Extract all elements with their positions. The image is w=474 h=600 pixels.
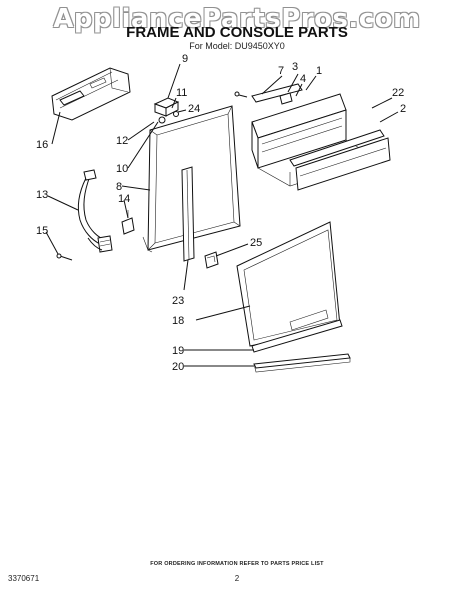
part-20-kickplate-strip <box>253 353 351 373</box>
callout-9: 9 <box>182 53 188 65</box>
callout-24: 24 <box>188 103 200 115</box>
page-number: 2 <box>234 574 240 583</box>
part-7-screw <box>234 91 248 98</box>
callout-4: 4 <box>300 73 306 85</box>
part-15-screw <box>56 253 73 261</box>
callout-11: 11 <box>176 87 187 99</box>
part-23-channel-strip <box>181 166 195 262</box>
ordering-note: FOR ORDERING INFORMATION REFER TO PARTS … <box>150 561 324 567</box>
part-2-console-trim <box>289 129 391 191</box>
part-9-latch-assembly <box>153 97 180 124</box>
callout-8: 8 <box>116 181 122 193</box>
page-title: FRAME AND CONSOLE PARTS <box>126 24 348 41</box>
part-13-wire-harness <box>77 169 113 253</box>
callout-1: 1 <box>316 65 322 77</box>
leader-lines <box>45 63 399 367</box>
document-number: 3370671 <box>8 574 40 583</box>
callout-16: 16 <box>36 139 48 151</box>
callout-15: 15 <box>36 225 48 237</box>
part-14-switch <box>121 210 135 235</box>
part-25-clip <box>204 251 219 269</box>
callout-20: 20 <box>172 361 184 373</box>
callout-25: 25 <box>250 237 262 249</box>
callout-12: 12 <box>116 135 128 147</box>
callout-2: 2 <box>400 103 406 115</box>
part-8-door-frame <box>142 105 241 253</box>
callout-22: 22 <box>392 87 404 99</box>
part-3-4-bracket <box>251 83 303 105</box>
callout-10: 10 <box>116 163 128 175</box>
callout-13: 13 <box>36 189 48 201</box>
callout-19: 19 <box>172 345 184 357</box>
model-line: For Model: DU9450XY0 <box>189 41 285 51</box>
watermark-logo: AppliancePartsPros.com <box>53 4 421 34</box>
callout-14: 14 <box>118 193 130 205</box>
callout-18: 18 <box>172 315 184 327</box>
part-16-console-bracket <box>51 67 131 121</box>
callout-23: 23 <box>172 295 184 307</box>
callout-7: 7 <box>278 65 284 77</box>
callout-3: 3 <box>292 61 298 73</box>
